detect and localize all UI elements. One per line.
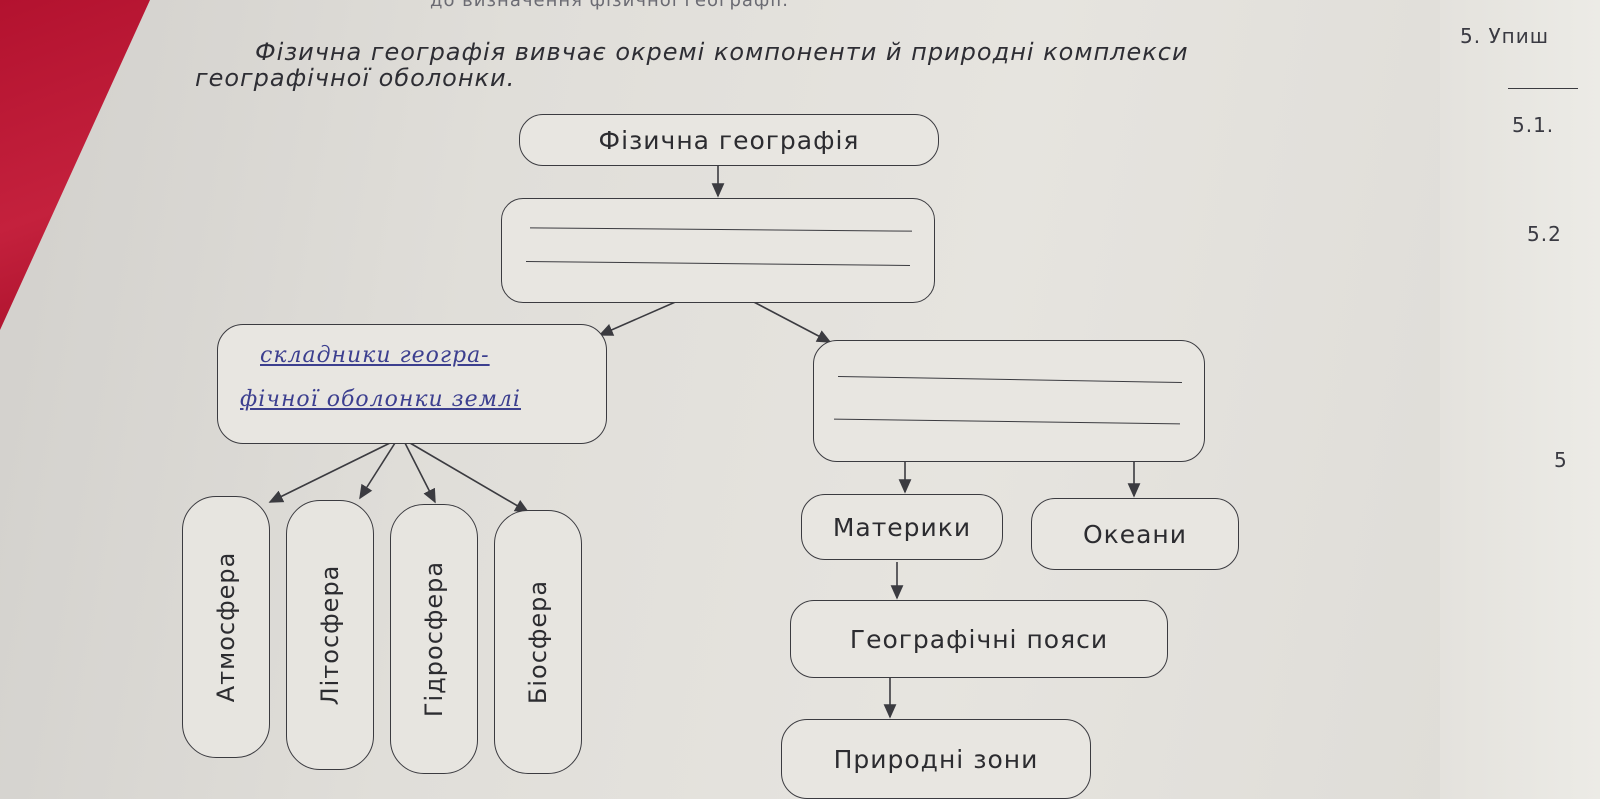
answer-line-2[interactable] — [526, 260, 910, 267]
task-5-label: 5. Упиш — [1460, 24, 1550, 48]
root-box: Фізична географія — [519, 114, 939, 166]
faded-header-text: до визначення фізичної географії. — [430, 0, 790, 11]
hydrosphere-label: Гідросфера — [420, 560, 448, 718]
task-5-2-label: 5.2 — [1527, 222, 1562, 246]
continents-label: Материки — [832, 512, 972, 542]
biosphere-label: Біосфера — [524, 579, 552, 705]
intro-text-line-1: Фізична географія вивчає окремі компонен… — [255, 38, 1189, 66]
handwritten-answer-line-2[interactable]: фічної оболонки землі — [240, 387, 521, 412]
oceans-box: Океани — [1031, 498, 1239, 570]
blank-answer-box — [501, 198, 935, 303]
lithosphere-label: Літосфера — [316, 564, 344, 706]
hydrosphere-box: Гідросфера — [390, 504, 478, 774]
continents-box: Материки — [801, 494, 1003, 560]
task-5-answer-line — [1508, 88, 1578, 89]
root-label: Фізична географія — [598, 125, 860, 155]
task-5-1-label: 5.1. — [1512, 113, 1555, 137]
geographic-belts-label: Географічні пояси — [849, 624, 1109, 654]
oceans-label: Океани — [1082, 519, 1188, 549]
geographic-belts-box: Географічні пояси — [790, 600, 1168, 678]
biosphere-box: Біосфера — [494, 510, 582, 774]
answer-line-1[interactable] — [530, 227, 912, 232]
natural-zones-box: Природні зони — [781, 719, 1091, 799]
arrow-blank-to-right — [749, 299, 832, 343]
arrow-blank-to-left — [598, 299, 681, 336]
atmosphere-label: Атмосфера — [212, 551, 240, 703]
natural-zones-label: Природні зони — [833, 744, 1039, 774]
arrow-to-lithosphere — [359, 442, 396, 500]
complexes-answer-box — [813, 340, 1205, 462]
answer-line-3[interactable] — [838, 375, 1182, 384]
handwritten-answer-line-1[interactable]: складники геогра- — [260, 343, 490, 368]
arrow-to-atmosphere — [268, 442, 391, 503]
next-page-column — [1440, 0, 1600, 799]
lithosphere-box: Літосфера — [286, 500, 374, 770]
components-box: складники геогра- фічної оболонки землі — [217, 324, 607, 444]
arrow-to-hydrosphere — [404, 442, 436, 504]
intro-text-line-2: географічної оболонки. — [195, 64, 516, 92]
arrow-to-biosphere — [409, 442, 530, 513]
answer-line-4[interactable] — [834, 418, 1180, 425]
task-5-3-label: 5 — [1554, 448, 1568, 472]
atmosphere-box: Атмосфера — [182, 496, 270, 758]
